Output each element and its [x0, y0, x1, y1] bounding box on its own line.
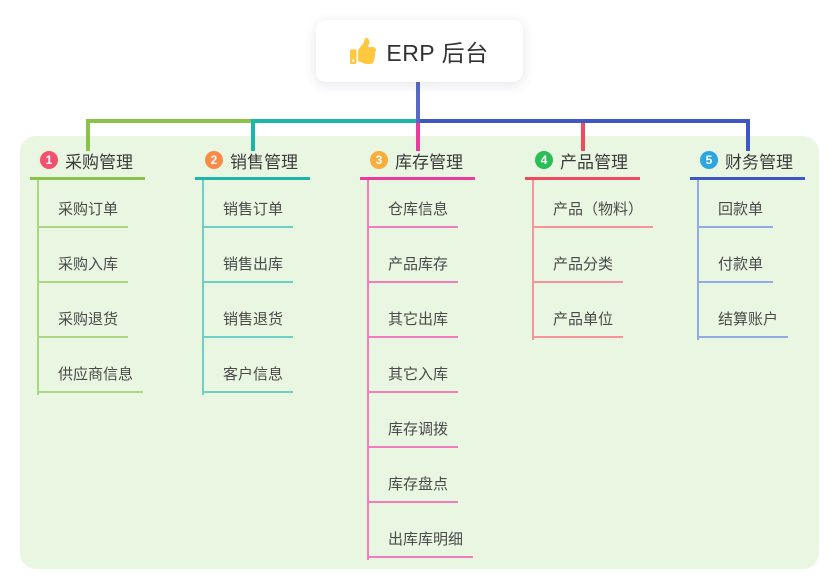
child-node[interactable]: 库存调拨	[367, 420, 459, 448]
branch-finance: 5 财务管理 回款单 付款单 结算账户	[690, 143, 805, 340]
branch-node-sales[interactable]: 2 销售管理	[195, 143, 310, 180]
branch-sales: 2 销售管理 销售订单 销售出库 销售退货 客户信息	[195, 143, 310, 395]
branch-number-badge: 5	[700, 151, 718, 169]
connector-branch-5	[418, 119, 750, 151]
child-node[interactable]: 采购订单	[37, 200, 129, 228]
child-node[interactable]: 产品分类	[532, 255, 624, 283]
child-node[interactable]: 产品（物料）	[532, 200, 654, 228]
branch-node-purchase[interactable]: 1 采购管理	[30, 143, 145, 180]
branch-inventory: 3 库存管理 仓库信息 产品库存 其它出库 其它入库 库存调拨 库存盘点 出库库…	[360, 143, 475, 560]
child-node[interactable]: 销售退货	[202, 310, 294, 338]
mindmap-canvas-panel	[20, 136, 819, 569]
branch-label: 销售管理	[230, 152, 298, 172]
child-node[interactable]: 其它入库	[367, 365, 459, 393]
child-node[interactable]: 采购入库	[37, 255, 129, 283]
child-node[interactable]: 供应商信息	[37, 365, 144, 393]
branch-child-line	[532, 180, 534, 340]
child-node[interactable]: 付款单	[697, 255, 774, 283]
connector-branch-2	[251, 119, 418, 151]
child-node[interactable]: 库存盘点	[367, 475, 459, 503]
child-node[interactable]: 销售出库	[202, 255, 294, 283]
root-title: ERP 后台	[386, 40, 489, 66]
branch-number-badge: 3	[370, 151, 388, 169]
branch-label: 库存管理	[395, 152, 463, 172]
branch-number-badge: 1	[40, 151, 58, 169]
child-node[interactable]: 仓库信息	[367, 200, 459, 228]
branch-node-inventory[interactable]: 3 库存管理	[360, 143, 475, 180]
root-node[interactable]: ERP 后台	[316, 20, 523, 82]
branch-label: 产品管理	[560, 152, 628, 172]
branch-child-line	[202, 180, 204, 395]
child-node[interactable]: 出库库明细	[367, 530, 474, 558]
branch-number-badge: 2	[205, 151, 223, 169]
child-node[interactable]: 销售订单	[202, 200, 294, 228]
branch-node-finance[interactable]: 5 财务管理	[690, 143, 805, 180]
branch-product: 4 产品管理 产品（物料） 产品分类 产品单位	[525, 143, 654, 340]
child-node[interactable]: 采购退货	[37, 310, 129, 338]
branch-child-line	[697, 180, 699, 340]
branch-child-line	[367, 180, 369, 560]
child-node[interactable]: 客户信息	[202, 365, 294, 393]
branch-label: 财务管理	[725, 152, 793, 172]
child-node[interactable]: 结算账户	[697, 310, 789, 338]
child-node[interactable]: 产品单位	[532, 310, 624, 338]
branch-child-line	[37, 180, 39, 395]
child-node[interactable]: 回款单	[697, 200, 774, 228]
branch-purchase: 1 采购管理 采购订单 采购入库 采购退货 供应商信息	[30, 143, 145, 395]
thumbs-up-icon	[350, 38, 377, 64]
child-node[interactable]: 其它出库	[367, 310, 459, 338]
branch-label: 采购管理	[65, 152, 133, 172]
branch-number-badge: 4	[535, 151, 553, 169]
child-node[interactable]: 产品库存	[367, 255, 459, 283]
branch-node-product[interactable]: 4 产品管理	[525, 143, 640, 180]
